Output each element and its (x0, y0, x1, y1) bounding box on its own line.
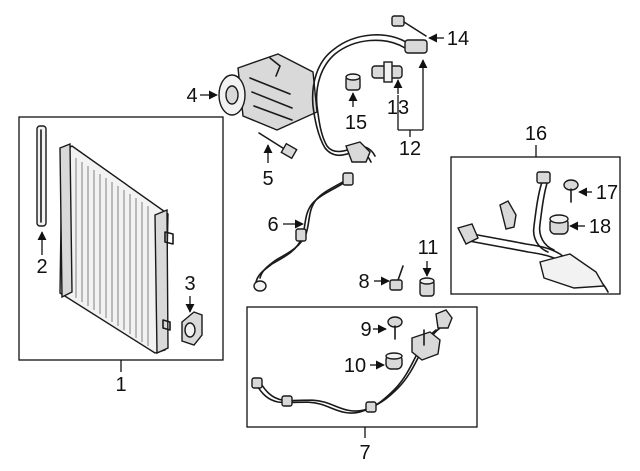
grommet-18 (549, 214, 569, 235)
callout-15: 15 (345, 112, 367, 134)
condenser-group: 1 2 (18, 116, 224, 396)
callout-14: 14 (447, 28, 469, 50)
hose-assembly (456, 171, 609, 293)
screw-17 (563, 179, 579, 203)
condenser-bracket (181, 311, 203, 346)
callout-1: 1 (115, 374, 126, 396)
compressor-bolt (258, 132, 298, 160)
callout-13: 13 (387, 97, 409, 119)
callout-8: 8 (358, 271, 369, 293)
screw-9 (387, 316, 403, 340)
receiver-drier-tube (36, 125, 47, 227)
discharge-hose (253, 172, 354, 292)
callout-9: 9 (360, 319, 371, 341)
callout-3: 3 (184, 273, 195, 295)
pressure-line-group: 7 9 10 (246, 306, 478, 464)
callout-18: 18 (589, 216, 611, 238)
callout-10: 10 (344, 355, 366, 377)
service-valve (371, 61, 403, 83)
condenser (59, 142, 174, 355)
suction-line (311, 34, 428, 163)
nut-11 (419, 277, 435, 297)
callout-12: 12 (399, 138, 421, 160)
callout-17: 17 (596, 182, 618, 204)
valve-cap (345, 73, 361, 91)
pressure-line-group-box (246, 306, 478, 428)
callout-2: 2 (36, 256, 47, 278)
callout-7: 7 (359, 442, 370, 464)
grommet-10 (385, 352, 403, 370)
hose-assembly-group: 16 17 18 (450, 123, 621, 295)
compressor (218, 53, 318, 131)
pressure-line (251, 309, 453, 414)
suction-line-bolt (391, 15, 427, 37)
bolt-8 (389, 265, 404, 291)
callout-16: 16 (525, 123, 547, 145)
callout-11: 11 (418, 237, 439, 259)
callout-6: 6 (267, 214, 278, 236)
callout-4: 4 (186, 85, 197, 107)
callout-5: 5 (262, 168, 273, 190)
